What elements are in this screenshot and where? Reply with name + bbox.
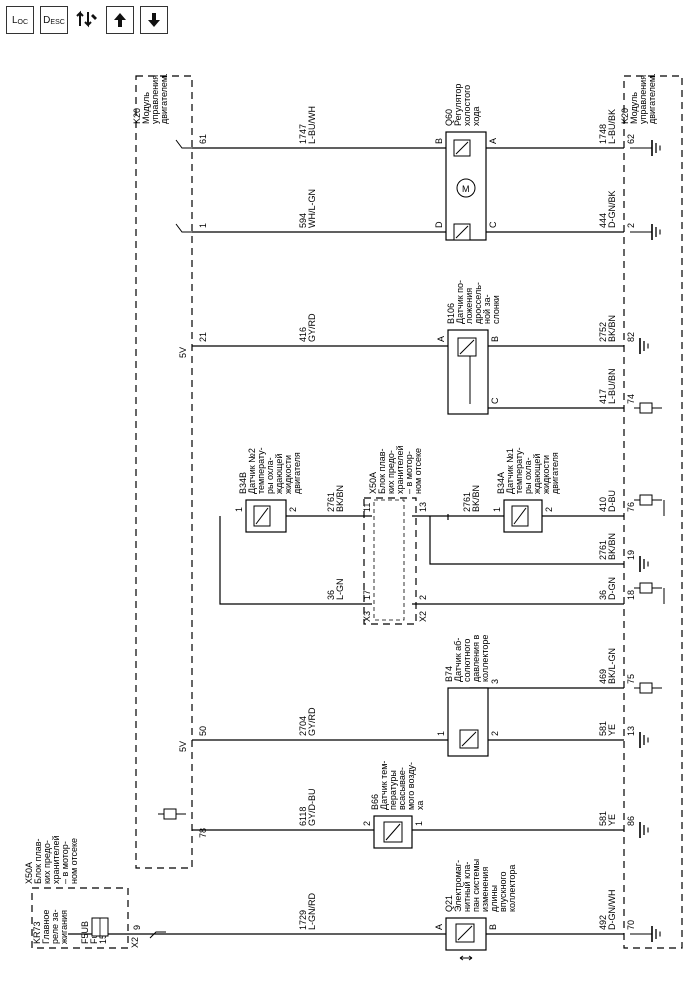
svg-text:1: 1 [414, 821, 424, 826]
svg-text:78: 78 [198, 828, 208, 838]
svg-text:A: A [488, 138, 498, 144]
x50a-top-box [31, 887, 129, 949]
svg-text:2: 2 [418, 595, 428, 600]
svg-text:2761BK/BN: 2761BK/BN [462, 485, 481, 512]
x50a-top-label: X50AБлок плав-ких предо-хранителей– в мо… [24, 835, 79, 884]
svg-text:2: 2 [626, 223, 636, 228]
svg-text:1747L-BU/WH: 1747L-BU/WH [298, 106, 317, 144]
q21-label: Q21Электромаг-нитный кла-пан системыизме… [444, 859, 517, 912]
svg-text:A: A [434, 924, 444, 930]
svg-text:469BK/L-GN: 469BK/L-GN [598, 648, 617, 684]
svg-text:492D-GN/WH: 492D-GN/WH [598, 890, 617, 931]
svg-text:2752BK/BN: 2752BK/BN [598, 315, 617, 342]
svg-text:1748L-BU/BK: 1748L-BU/BK [598, 109, 617, 144]
wires [68, 147, 624, 935]
svg-text:19: 19 [626, 550, 636, 560]
svg-text:2: 2 [544, 507, 554, 512]
svg-text:C: C [490, 397, 500, 404]
tools-arrows-icon[interactable] [74, 6, 100, 32]
svg-text:M: M [462, 184, 470, 194]
svg-text:11: 11 [362, 503, 372, 512]
svg-text:B: B [488, 924, 498, 930]
svg-text:C: C [488, 221, 498, 228]
svg-text:17: 17 [362, 590, 372, 600]
svg-text:X2: X2 [418, 611, 428, 622]
svg-text:74: 74 [626, 394, 636, 404]
k20-left-label: K20Модульуправлениядвигателем. [132, 73, 169, 124]
x50a-mid-label: X50AБлок плав-ких предо-хранителей– в мо… [368, 445, 423, 494]
k20-left-box [135, 75, 193, 869]
svg-text:13: 13 [418, 502, 428, 512]
k20-right-label: K20Модульуправлениядвигателем. [620, 73, 657, 124]
svg-text:76: 76 [626, 502, 636, 512]
svg-text:2761BK/BN: 2761BK/BN [598, 533, 617, 560]
svg-text:61: 61 [198, 134, 208, 144]
svg-text:75: 75 [626, 674, 636, 684]
description-button-sub-e: E [50, 18, 56, 26]
svg-text:5V: 5V [178, 347, 188, 358]
svg-text:36L-GN: 36L-GN [326, 578, 345, 600]
svg-text:417L-BU/BN: 417L-BU/BN [598, 368, 617, 404]
svg-text:50: 50 [198, 726, 208, 736]
location-button-label: L [11, 14, 18, 26]
q60-label: Q60Регуляторхолостогохода [444, 84, 481, 126]
b34b-label: B34BДатчик №2температу-ры охла-ждающейжи… [238, 447, 302, 494]
svg-text:2761BK/BN: 2761BK/BN [326, 485, 345, 512]
b34a-label: B34AДатчик №1температу-ры охла-ждающейжи… [496, 447, 560, 494]
kr73-label: KR73Главноереле за-жигания [32, 909, 69, 944]
svg-text:9: 9 [132, 925, 142, 930]
svg-text:70: 70 [626, 920, 636, 930]
svg-text:X2: X2 [130, 937, 140, 948]
b74-label: B74Датчик аб-солютногодавления вколлекто… [444, 635, 490, 682]
pin-labels: B A D C A B C 1 2 1 2 11 13 17 2 X3 X2 X… [130, 138, 554, 948]
svg-text:B: B [490, 336, 500, 342]
svg-text:416GY/RD: 416GY/RD [298, 313, 317, 342]
svg-text:X3: X3 [362, 611, 372, 622]
svg-text:86: 86 [626, 816, 636, 826]
svg-text:A: A [436, 336, 446, 342]
svg-text:1: 1 [492, 507, 502, 512]
svg-text:13: 13 [626, 726, 636, 736]
svg-text:D: D [434, 221, 444, 228]
description-button-label: D [43, 14, 51, 26]
svg-text:581YE: 581YE [598, 811, 617, 826]
svg-text:2: 2 [362, 821, 372, 826]
description-button-sub-s: S [55, 18, 60, 26]
component-labels: Q60Регуляторхолостогохода B106Датчик по-… [238, 84, 560, 912]
svg-text:3: 3 [490, 679, 500, 684]
wire-labels: 61 1747L-BU/WH 1748L-BU/BK 62 1 594WH/L-… [132, 106, 636, 930]
svg-text:444D-GN/BK: 444D-GN/BK [598, 190, 617, 228]
x50a-mid-box [363, 497, 417, 625]
svg-text:594WH/L-GN: 594WH/L-GN [298, 189, 317, 228]
svg-text:581YE: 581YE [598, 721, 617, 736]
b106-label: B106Датчик по-ложениядроссель-ной за-сло… [446, 280, 501, 324]
svg-text:21: 21 [198, 332, 208, 342]
svg-text:2: 2 [288, 507, 298, 512]
svg-text:1: 1 [198, 223, 208, 228]
k20-right-box [623, 75, 683, 949]
arrow-up-icon[interactable] [106, 6, 134, 34]
svg-text:62: 62 [626, 134, 636, 144]
arrow-down-icon[interactable] [140, 6, 168, 34]
svg-text:2: 2 [490, 731, 500, 736]
svg-text:6118GY/D-BU: 6118GY/D-BU [298, 788, 317, 826]
location-button-sub: OC [17, 18, 29, 26]
svg-text:1729L-GN/RD: 1729L-GN/RD [298, 892, 317, 930]
svg-text:2704GY/RD: 2704GY/RD [298, 707, 317, 736]
svg-text:5V: 5V [178, 741, 188, 752]
svg-text:1: 1 [234, 507, 244, 512]
description-button-sub-c: C [59, 18, 65, 26]
svg-text:36D-GN: 36D-GN [598, 577, 617, 600]
svg-text:18: 18 [626, 590, 636, 600]
svg-text:410D-BU: 410D-BU [598, 490, 617, 512]
svg-text:1: 1 [436, 731, 446, 736]
svg-text:B: B [434, 138, 444, 144]
svg-text:82: 82 [626, 332, 636, 342]
b66-label: B66Датчик тем-пературывсасывае-мого возд… [370, 761, 425, 810]
